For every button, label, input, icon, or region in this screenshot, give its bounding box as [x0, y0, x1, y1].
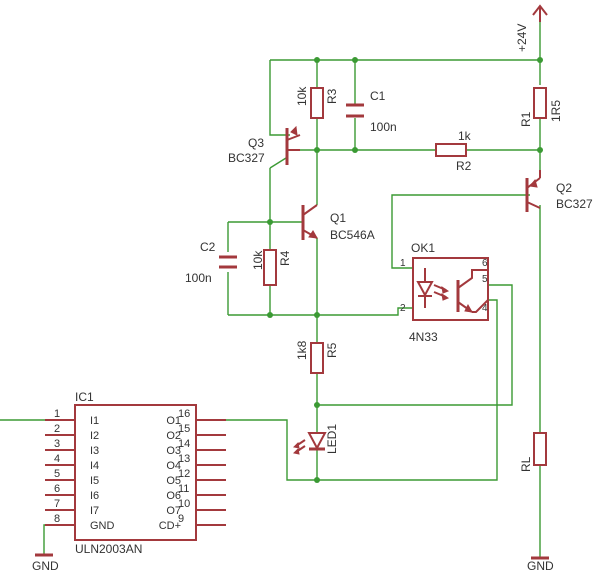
optocoupler-ok1: 1 2 6 5 4 OK1 4N33 [400, 241, 489, 344]
junction-dot [267, 312, 273, 318]
ic1-pin-name: I4 [90, 460, 99, 472]
ic1-pin-num: 14 [178, 438, 190, 450]
r3-ref: R3 [325, 88, 339, 104]
ic1-pin-name: I7 [90, 505, 99, 517]
ic1-pin-name: O4 [166, 460, 181, 472]
r5-ref: R5 [325, 342, 339, 358]
r4-ref: R4 [278, 250, 292, 266]
junction-dot [314, 147, 320, 153]
ic1-pin-num: 11 [178, 483, 189, 495]
ic1-pin-name: GND [90, 520, 115, 532]
ic1-pin-name: O3 [166, 445, 181, 457]
ic1-pin-name: I1 [90, 415, 99, 427]
capacitor-c2: C2 100n [185, 240, 237, 285]
junction-dot [537, 147, 543, 153]
ground-right: GND [527, 556, 554, 573]
ok1-pin4: 4 [482, 303, 488, 314]
r1-value: 1R5 [549, 100, 563, 122]
ic1-ref: IC1 [75, 390, 94, 404]
transistor-q3: Q3 BC327 [228, 125, 301, 165]
resistor-r3: R3 10k [295, 86, 339, 119]
q2-ref: Q2 [556, 181, 572, 195]
resistor-r5: R5 1k8 [295, 340, 339, 374]
junction-dots [267, 57, 543, 483]
ok1-pin2: 2 [400, 303, 406, 314]
ground-left: GND [32, 553, 59, 573]
ic1-pin-name: I3 [90, 445, 99, 457]
c1-value: 100n [370, 120, 397, 134]
resistor-rl: RL [519, 432, 547, 472]
supply-label: +24V [515, 24, 529, 52]
junction-dot [314, 312, 320, 318]
supply-24v: +24V [515, 4, 548, 52]
ic1-pin-num: 3 [54, 438, 60, 450]
ok1-pin5: 5 [482, 274, 488, 285]
junction-dot [267, 219, 273, 225]
ok1-pin6: 6 [482, 258, 488, 269]
ic1-pin-num: 7 [54, 498, 60, 510]
ic1-pin-name: O6 [166, 490, 181, 502]
c2-ref: C2 [200, 240, 216, 254]
ic1-pin-name: O5 [166, 475, 181, 487]
ic1-pin-name: O1 [166, 415, 181, 427]
resistor-r1: R1 1R5 [519, 87, 563, 127]
ic1-pin-num: 6 [54, 483, 60, 495]
wires [0, 15, 541, 558]
ic1-pin-num: 13 [178, 453, 190, 465]
q1-ref: Q1 [330, 211, 346, 225]
junction-dot [314, 402, 320, 408]
transistor-q1: Q1 BC546A [301, 204, 375, 242]
ic1-pin-num: 4 [54, 453, 60, 465]
r5-value: 1k8 [295, 340, 309, 360]
junction-dot [352, 147, 358, 153]
ic1-pin-name: I6 [90, 490, 99, 502]
ic1-pin-num: 15 [178, 423, 190, 435]
resistor-r4: R4 10k [251, 249, 292, 286]
q1-value: BC546A [330, 228, 375, 242]
q2-value: BC327 [556, 197, 593, 211]
ic1-pin-name: O7 [166, 505, 181, 517]
ic1-pin-name: I2 [90, 430, 99, 442]
ok1-ref: OK1 [411, 241, 435, 255]
ic1-pin-num: 1 [54, 408, 60, 420]
ground-left-label: GND [32, 559, 59, 573]
resistor-r2: 1k R2 [435, 129, 472, 173]
rl-ref: RL [519, 456, 533, 472]
ic1-pin-name: O2 [166, 430, 181, 442]
ic-ic1: 1 2 3 4 5 6 7 8 I1 I2 I3 I4 I5 I6 I7 GND… [45, 390, 226, 556]
ic1-pin-num: 8 [54, 513, 60, 525]
led-led1: LED1 [292, 424, 339, 455]
ok1-value: 4N33 [409, 330, 438, 344]
ic1-pin-num: 12 [178, 468, 190, 480]
r3-value: 10k [295, 86, 309, 106]
q3-value: BC327 [228, 151, 265, 165]
ic1-pin-num: 9 [178, 513, 184, 525]
junction-dot [314, 57, 320, 63]
transistor-q2: Q2 BC327 [525, 170, 593, 212]
c2-value: 100n [185, 271, 212, 285]
capacitor-c1: C1 100n [346, 89, 397, 134]
c1-ref: C1 [370, 89, 386, 103]
ic1-pin-num: 16 [178, 408, 190, 420]
r2-value: 1k [458, 129, 472, 143]
r1-ref: R1 [519, 111, 533, 127]
ic1-pin-num: 2 [54, 423, 60, 435]
r4-value: 10k [251, 250, 265, 270]
ic1-pin-num: 5 [54, 468, 60, 480]
ic1-pin-num: 10 [178, 498, 190, 510]
ic1-pin-name: CD+ [159, 520, 181, 532]
r2-ref: R2 [456, 159, 472, 173]
ok1-pin1: 1 [400, 258, 406, 269]
ground-right-label: GND [527, 559, 554, 573]
led1-ref: LED1 [325, 424, 339, 454]
junction-dot [314, 477, 320, 483]
ic1-value: ULN2003AN [75, 542, 142, 556]
ic1-pin-name: I5 [90, 475, 99, 487]
junction-dot [537, 57, 543, 63]
q3-ref: Q3 [248, 136, 264, 150]
junction-dot [352, 57, 358, 63]
